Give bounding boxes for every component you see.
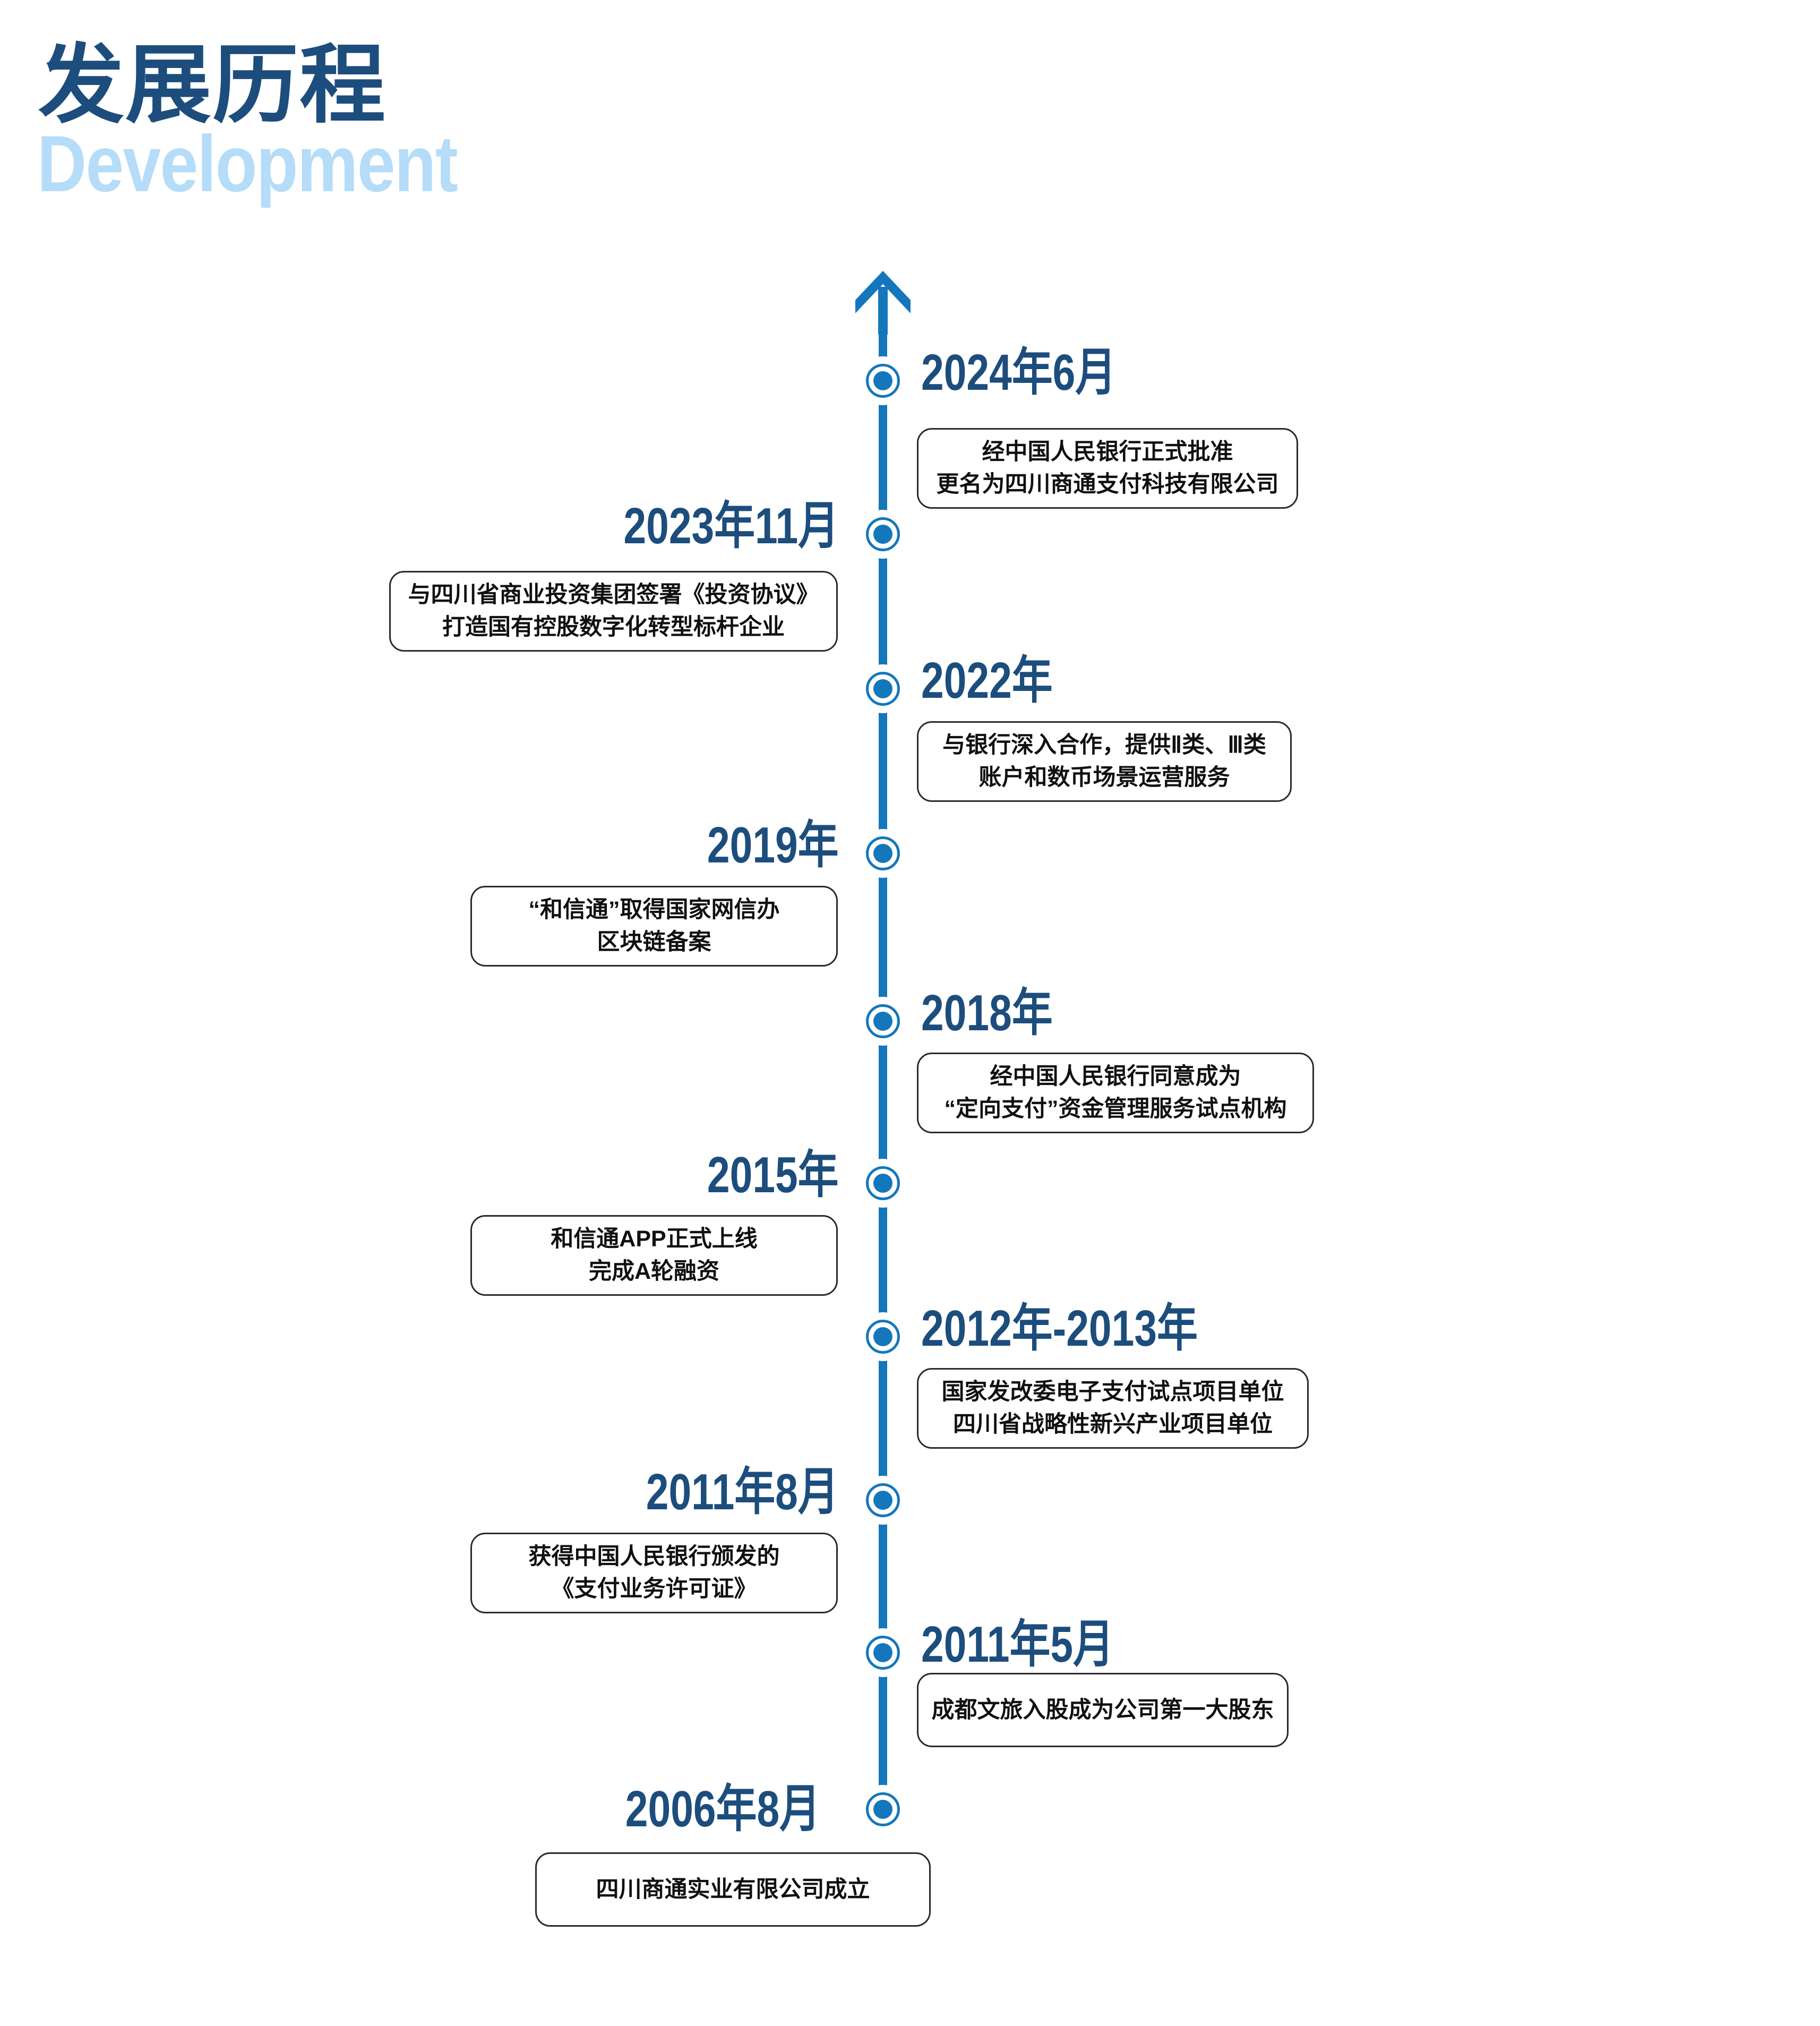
up-arrow-icon xyxy=(855,271,911,335)
timeline-node-dot xyxy=(873,844,892,863)
event-date: 2012年-2013年 xyxy=(921,1300,1198,1357)
timeline-node xyxy=(866,1166,900,1200)
event-text-line: 完成A轮融资 xyxy=(588,1259,720,1284)
event-box: 与四川省商业投资集团签署《投资协议》打造国有控股数字化转型标杆企业 xyxy=(389,571,838,652)
event-text-line: “和信通”取得国家网信办 xyxy=(528,897,780,922)
event-text-line: 打造国有控股数字化转型标杆企业 xyxy=(442,614,785,640)
event-box: 国家发改委电子支付试点项目单位四川省战略性新兴产业项目单位 xyxy=(917,1368,1309,1449)
event-box: 经中国人民银行正式批准更名为四川商通支付科技有限公司 xyxy=(917,428,1298,509)
event-text-line: 与四川省商业投资集团签署《投资协议》 xyxy=(408,582,819,608)
timeline-node-dot xyxy=(873,1800,892,1819)
timeline-node-dot xyxy=(873,525,892,544)
timeline-node-dot xyxy=(873,1491,892,1510)
event-text-line: 更名为四川商通支付科技有限公司 xyxy=(936,472,1279,497)
event-box: 和信通APP正式上线完成A轮融资 xyxy=(470,1215,838,1296)
event-text-line: 《支付业务许可证》 xyxy=(551,1576,757,1602)
timeline-node-dot xyxy=(873,1012,892,1031)
event-text-line: 国家发改委电子支付试点项目单位 xyxy=(941,1379,1284,1405)
event-text-line: 成都文旅入股成为公司第一大股东 xyxy=(931,1697,1274,1723)
event-text-line: 四川商通实业有限公司成立 xyxy=(596,1876,870,1902)
event-text-line: 经中国人民银行正式批准 xyxy=(982,439,1233,465)
timeline-node xyxy=(866,672,900,706)
event-date: 2011年8月 xyxy=(646,1464,839,1520)
event-text-line: 账户和数币场景运营服务 xyxy=(978,765,1230,790)
event-box: 获得中国人民银行颁发的《支付业务许可证》 xyxy=(470,1533,838,1613)
timeline-node-dot xyxy=(873,679,892,698)
event-box: 经中国人民银行同意成为 “定向支付”资金管理服务试点机构 xyxy=(917,1053,1314,1133)
timeline-node xyxy=(866,1483,900,1517)
event-text-line: 区块链备案 xyxy=(597,929,711,955)
event-box: “和信通”取得国家网信办区块链备案 xyxy=(470,886,838,967)
timeline-node-dot xyxy=(873,1174,892,1193)
event-text-line: 和信通APP正式上线 xyxy=(551,1226,758,1252)
timeline-node xyxy=(866,1636,900,1670)
timeline-node-dot xyxy=(873,1327,892,1346)
timeline-node xyxy=(866,517,900,551)
event-date: 2024年6月 xyxy=(921,344,1117,401)
event-date: 2019年 xyxy=(707,817,839,874)
event-date: 2015年 xyxy=(707,1147,839,1203)
page-subtitle: Development xyxy=(37,119,458,208)
event-text-line: “定向支付”资金管理服务试点机构 xyxy=(944,1096,1287,1122)
event-date: 2022年 xyxy=(921,652,1053,709)
event-text-line: 经中国人民银行同意成为 xyxy=(990,1064,1241,1089)
timeline-node xyxy=(866,836,900,870)
event-date: 2011年5月 xyxy=(921,1616,1114,1673)
timeline-node-dot xyxy=(873,1643,892,1662)
event-date: 2023年11月 xyxy=(623,498,839,554)
event-date: 2006年8月 xyxy=(625,1781,820,1837)
event-text-line: 四川省战略性新兴产业项目单位 xyxy=(953,1412,1273,1437)
timeline-node xyxy=(866,1004,900,1038)
event-date: 2018年 xyxy=(921,985,1053,1041)
event-box: 四川商通实业有限公司成立 xyxy=(535,1852,931,1927)
event-text-line: 与银行深入合作，提供Ⅱ类、Ⅲ类 xyxy=(942,732,1266,758)
page-title: 发展历程 xyxy=(38,37,387,133)
timeline-node xyxy=(866,364,900,398)
event-box: 成都文旅入股成为公司第一大股东 xyxy=(917,1673,1289,1747)
timeline-node xyxy=(866,1792,900,1826)
event-text-line: 获得中国人民银行颁发的 xyxy=(528,1544,780,1569)
event-box: 与银行深入合作，提供Ⅱ类、Ⅲ类账户和数币场景运营服务 xyxy=(917,721,1292,802)
timeline-node-dot xyxy=(873,371,892,390)
timeline-node xyxy=(866,1320,900,1354)
